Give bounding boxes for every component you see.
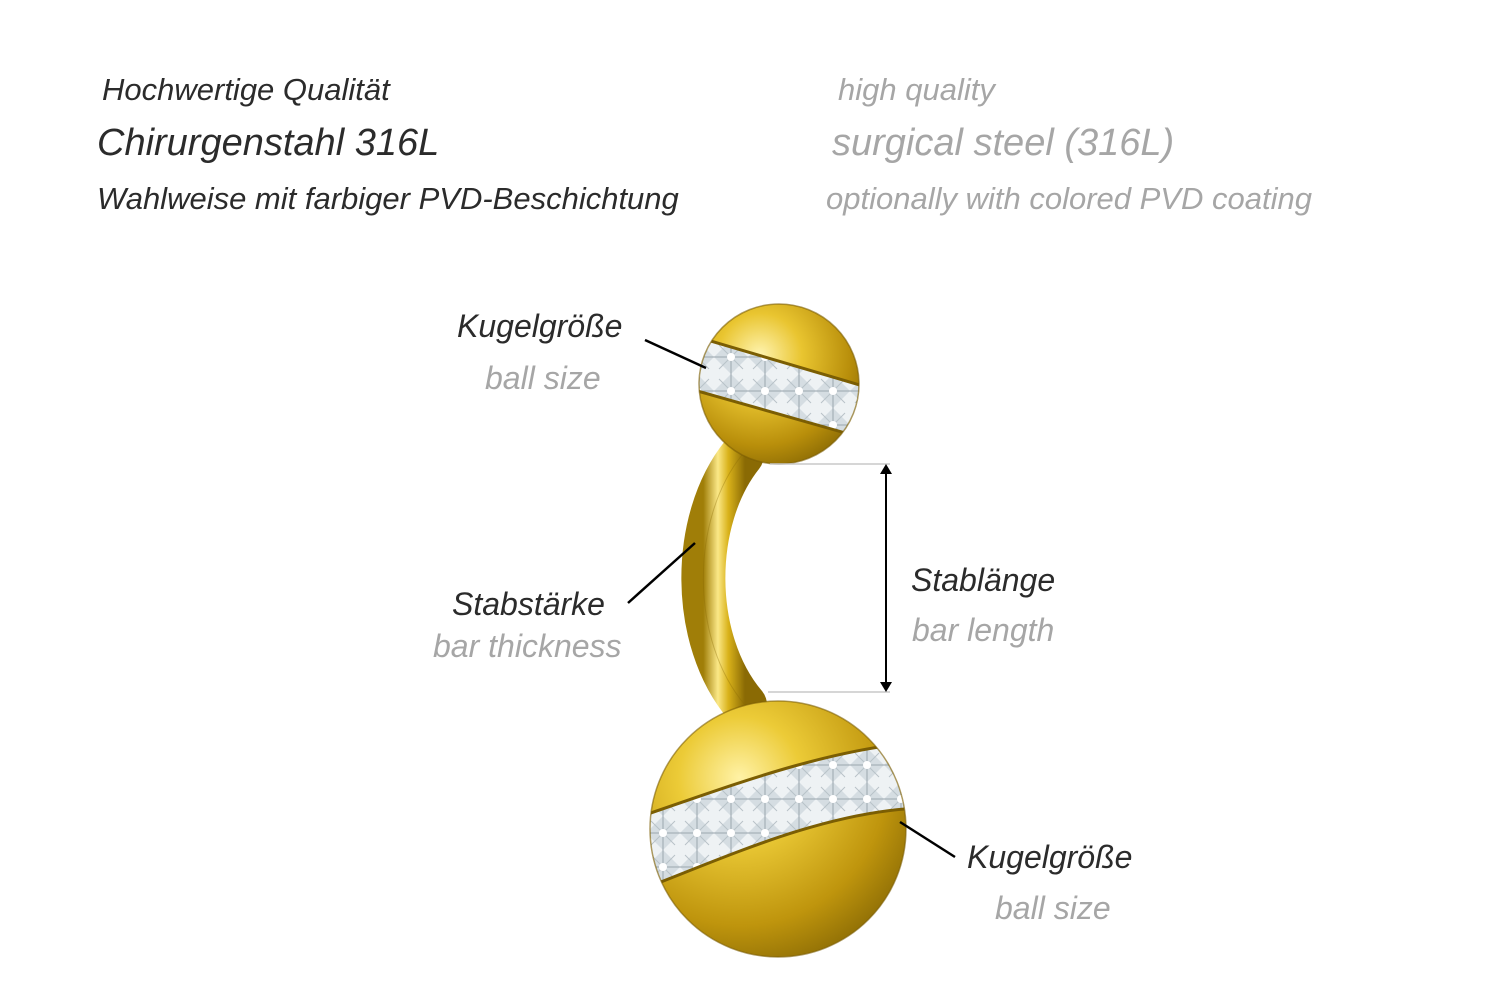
label-ball-size-top-en: ball size [485,360,601,396]
label-ball-size-bottom-de: Kugelgröße [967,839,1133,875]
bottom-ball [649,700,907,958]
leader-bottom-ball [899,820,956,859]
leader-bar-thickness [627,542,696,604]
leader-top-ball [644,338,707,370]
label-bar-length-en: bar length [912,612,1055,648]
label-bar-thickness-en: bar thickness [433,628,622,664]
bar [681,433,767,727]
top-ball [698,303,860,465]
label-ball-size-bottom-en: ball size [995,890,1111,926]
label-ball-size-top-de: Kugelgröße [457,308,623,344]
label-bar-thickness-de: Stabstärke [452,586,605,622]
header-en-material: surgical steel (316L) [832,122,1175,164]
header-de-quality: Hochwertige Qualität [102,72,390,107]
header-de-coating: Wahlweise mit farbiger PVD-Beschichtung [97,181,679,216]
label-bar-length-de: Stablänge [911,562,1056,598]
header-en-quality: high quality [838,72,995,107]
header-en-coating: optionally with colored PVD coating [826,181,1312,216]
header-de-material: Chirurgenstahl 316L [97,122,440,164]
